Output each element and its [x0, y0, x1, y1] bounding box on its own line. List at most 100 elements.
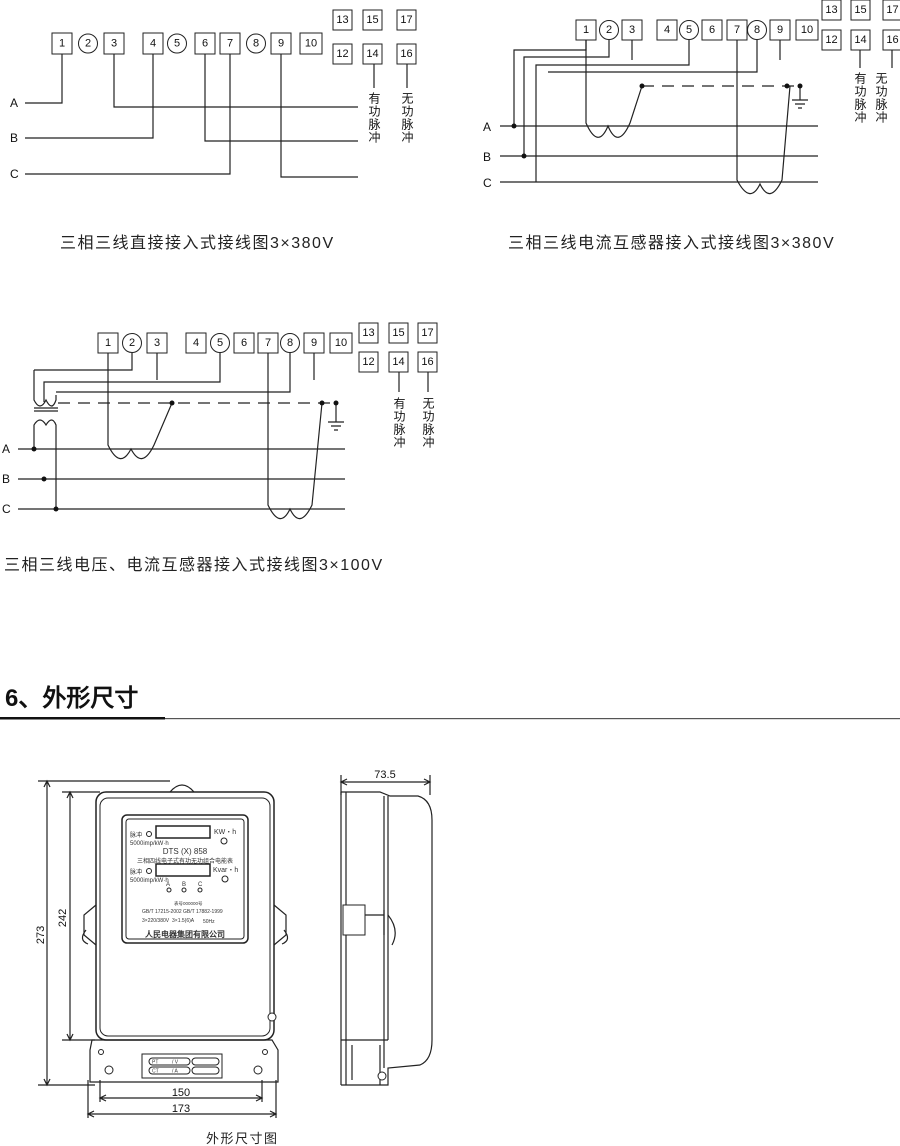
- dim-150: [98, 1080, 264, 1102]
- wire-c: [25, 54, 231, 175]
- junction: [41, 476, 47, 482]
- terminal-8: [747, 20, 767, 40]
- junction: [169, 400, 175, 406]
- unit-kwh: KW・h: [214, 829, 236, 836]
- side-lug-left: [81, 904, 97, 946]
- wire-1: [513, 40, 587, 126]
- ct-a: [107, 353, 173, 460]
- ct-c: [267, 353, 323, 520]
- terminal-8: [246, 33, 266, 54]
- side-hook: [365, 910, 396, 946]
- model-label: DTS (X) 858: [163, 847, 208, 856]
- terminal-label: 9: [311, 337, 317, 349]
- pulse-terminal-15: [362, 9, 383, 31]
- section-title: 6、外形尺寸: [5, 684, 138, 712]
- wire-8: [56, 353, 291, 393]
- kvarh-display: [155, 863, 211, 877]
- terminal-label: 1: [583, 24, 589, 36]
- pulse-terminal-12: [821, 29, 842, 51]
- terminal-label: 9: [278, 38, 284, 50]
- reactive-pulse-label: 无功脉冲: [400, 92, 414, 144]
- phase-a-label: A: [10, 96, 18, 110]
- terminal-5: [167, 33, 187, 54]
- terminal-label: 12: [362, 356, 374, 368]
- meter-name: 三相四线电子式有功无功组合电能表: [137, 857, 233, 865]
- dim-73-5-label: 73.5: [374, 769, 395, 781]
- dim-173: [86, 1080, 278, 1118]
- label-slot: [191, 1057, 220, 1066]
- terminal-label: 10: [335, 337, 347, 349]
- phase-b-label: B: [483, 150, 491, 164]
- phase-c-label: C: [2, 502, 11, 516]
- terminal-label: 12: [825, 34, 837, 46]
- cover-screw-right: [253, 1065, 263, 1075]
- junction: [333, 400, 339, 406]
- meter-side-view: 73.5: [339, 769, 433, 1086]
- pulse-terminal-13: [358, 322, 379, 344]
- section-accent: [0, 717, 165, 720]
- side-profile: [340, 791, 433, 1086]
- terminal-label: 14: [366, 48, 378, 60]
- cover-screw-left: [104, 1065, 114, 1075]
- terminal-label: 10: [305, 38, 317, 50]
- pulse-led-1: [146, 831, 152, 837]
- junction: [53, 506, 59, 512]
- wire-8: [548, 40, 758, 73]
- junction: [319, 400, 325, 406]
- diagram-caption: 三相三线电流互感器接入式接线图3×380V: [508, 234, 835, 252]
- terminal-label: 17: [886, 4, 898, 16]
- terminal-label: 6: [202, 38, 208, 50]
- indicator-1: [220, 837, 228, 845]
- seal-screw: [267, 1012, 277, 1022]
- terminal-label: 5: [686, 24, 692, 36]
- pulse-terminal-15: [850, 0, 871, 21]
- terminal-label: 2: [85, 38, 91, 50]
- led-a: [166, 887, 172, 893]
- kwh-display: [155, 825, 211, 839]
- pt-core: [34, 407, 58, 412]
- terminal-label: 15: [392, 327, 404, 339]
- current: 3×1.5(6)A: [172, 918, 195, 924]
- side-screw: [377, 1071, 387, 1081]
- terminal-label: 5: [174, 38, 180, 50]
- terminal-10: [795, 19, 819, 41]
- junction: [784, 83, 790, 89]
- terminal-label: 7: [265, 337, 271, 349]
- standard-2: GB/T 17882-1999: [183, 909, 223, 915]
- pulse-terminal-13: [332, 9, 353, 31]
- active-pulse-label: 有功脉冲: [392, 397, 406, 449]
- junction: [797, 83, 803, 89]
- terminal-label: 8: [754, 24, 760, 36]
- dim-73-5: [339, 775, 432, 795]
- terminal-5: [679, 20, 699, 40]
- wire-6: [204, 54, 358, 142]
- wire-2: [523, 40, 610, 156]
- phase-a-label: A: [483, 120, 491, 134]
- terminal-label: 3: [154, 337, 160, 349]
- terminal-label: 1: [105, 337, 111, 349]
- dim-273-label: 273: [35, 926, 47, 944]
- pt-value: / V: [172, 1060, 179, 1066]
- outline-caption: 外形尺寸图: [206, 1131, 279, 1146]
- terminal-label: 7: [734, 24, 740, 36]
- side-lug: [342, 904, 366, 936]
- hanger: [169, 784, 195, 793]
- pulse-terminal-17: [882, 0, 900, 21]
- pt-slot: [148, 1057, 191, 1066]
- terminal-8: [280, 333, 300, 353]
- terminal-label: 15: [366, 14, 378, 26]
- diagram-caption: 三相三线电压、电流互感器接入式接线图3×100V: [4, 556, 384, 574]
- terminal-label: 8: [287, 337, 293, 349]
- phase-b-label: B: [10, 131, 18, 145]
- led-a-label: A: [166, 882, 170, 888]
- junction: [31, 446, 37, 452]
- dim-242: [62, 790, 100, 1042]
- meter-front-view: 273 242 150 173 脉冲 5000imp/kW·h KW・h DTS…: [35, 779, 289, 1118]
- terminal-6: [233, 332, 255, 354]
- terminal-10: [329, 332, 353, 354]
- terminal-10: [299, 32, 323, 55]
- voltage: 3×220/380V: [142, 918, 170, 924]
